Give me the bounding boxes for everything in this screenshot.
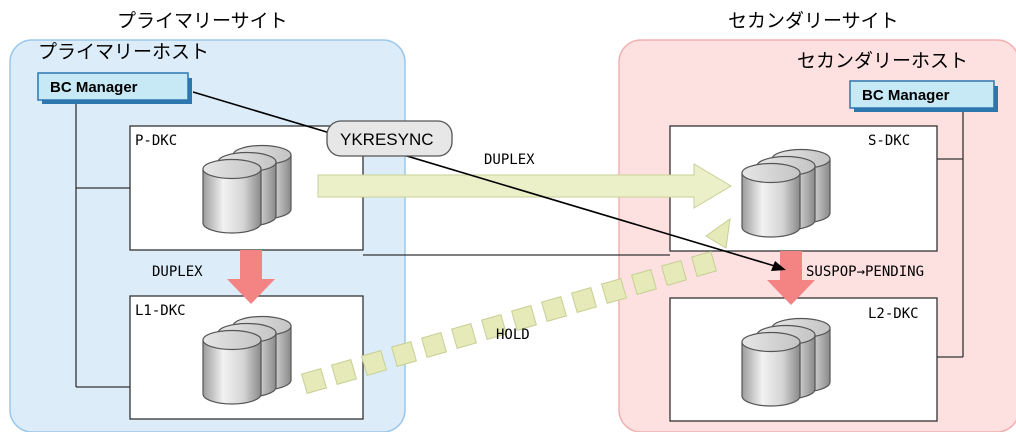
command-arrowhead: [771, 261, 786, 271]
sdkc-label: S-DKC: [868, 133, 910, 149]
l1-to-s-status: HOLD: [496, 327, 530, 343]
p-to-s-copy-arrow: [317, 163, 732, 209]
secondary-bc-manager: BC Manager: [849, 80, 998, 112]
secondary-bc-manager-label: BC Manager: [862, 87, 950, 104]
sl2-copy-arrow: [767, 251, 815, 305]
primary-host-title: プライマリーホスト: [38, 41, 209, 63]
sl2-status: SUSPOP→PENDING: [806, 264, 924, 280]
l1-to-s-hold-arrow: [301, 217, 731, 394]
command-path-line: [192, 91, 779, 268]
pl1-copy-arrow: [227, 250, 275, 304]
secondary-host-title: セカンダリーホスト: [797, 50, 968, 72]
l2dkc-label: L2-DKC: [868, 306, 919, 322]
p-to-s-status: DUPLEX: [484, 152, 535, 168]
l1dkc-label: L1-DKC: [135, 303, 186, 319]
pl1-status: DUPLEX: [152, 264, 203, 280]
primary-bc-manager: BC Manager: [37, 72, 192, 104]
host-connection-lines: [75, 94, 964, 388]
pdkc-label: P-DKC: [135, 133, 177, 149]
command-bubble: [326, 120, 453, 157]
primary-bc-manager-label: BC Manager: [50, 79, 138, 96]
command-label: YKRESYNC: [340, 130, 434, 149]
primary-site-title: プライマリーサイト: [117, 10, 288, 32]
secondary-site-title: セカンダリーサイト: [728, 10, 899, 32]
